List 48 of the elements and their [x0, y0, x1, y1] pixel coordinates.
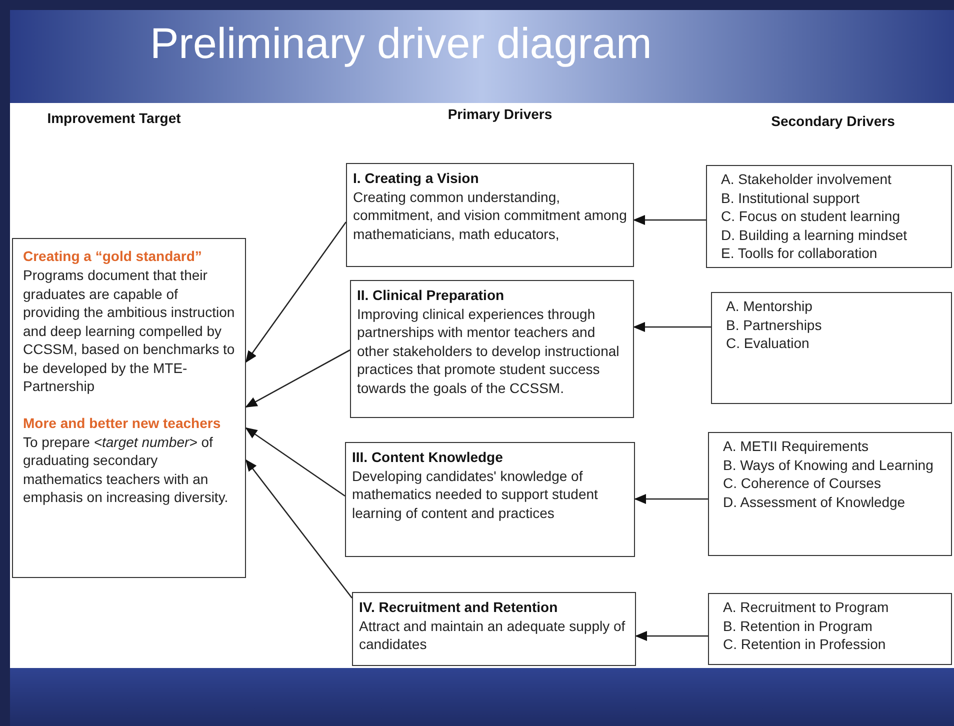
driver-item: B. Ways of Knowing and Learning [723, 456, 934, 474]
arrow [245, 459, 353, 598]
target-heading: Creating a “gold standard” [23, 247, 203, 266]
driver-box [350, 280, 634, 418]
driver-item: C. Focus on student learning [721, 207, 901, 226]
target-heading: More and better new teachers [23, 414, 222, 432]
driver-box [352, 592, 636, 666]
driver-item: C. Evaluation [726, 334, 810, 352]
driver-heading: IV. Recruitment and Retention [359, 598, 559, 616]
driver-item: C. Coherence of Courses [723, 474, 882, 492]
driver-heading: II. Clinical Preparation [357, 286, 506, 304]
driver-item: D. Assessment of Knowledge [723, 492, 906, 511]
arrow [245, 427, 346, 497]
arrow [633, 215, 706, 225]
driver-box [711, 292, 952, 404]
arrow [634, 494, 708, 504]
arrow [633, 322, 711, 332]
driver-item: E. Toolls for collaboration [721, 244, 878, 262]
arrow [635, 631, 708, 641]
target-box [12, 238, 246, 578]
arrow [245, 222, 347, 363]
body-text: Programs document that their graduates are capable of providing the ambitious instruction and deep learning compelled by CCSSM, based on benchmarks to be developed by the MTE-Partnership [23, 266, 235, 396]
body-text: Developing candidates' knowledge of mathematics needed to support student learning of content and practices [352, 466, 599, 522]
driver-item: A. Recruitment to Program [723, 598, 890, 616]
body-text: To prepare <target number> of graduating secondary mathematics teachers with an emphasis on increasing diversity. [23, 432, 230, 506]
driver-item: A. Mentorship [726, 297, 814, 316]
body-text: Improving clinical experiences through partnerships with mentor teachers and other stakeholders to develop instructional practices that promote student success towards the goals of the CCSSM. [357, 304, 620, 397]
column-heading: Improvement Target [46, 109, 182, 128]
slide-title: Preliminary driver diagram [150, 19, 652, 70]
driver-box [345, 442, 635, 557]
driver-box [346, 163, 634, 267]
body-text: Creating common understanding, commitment, and vision commitment among mathematicians, math educators, [353, 188, 627, 243]
arrow [245, 349, 350, 408]
driver-item: A. METII Requirements [723, 437, 870, 456]
driver-heading: III. Content Knowledge [352, 448, 504, 466]
driver-box [708, 432, 952, 556]
column-heading: Secondary Drivers [770, 112, 896, 131]
driver-item: B. Institutional support [721, 188, 861, 207]
driver-item: B. Partnerships [726, 316, 823, 334]
driver-box [708, 593, 952, 665]
column-heading: Primary Drivers [446, 105, 554, 124]
driver-item: D. Building a learning mindset [721, 226, 908, 244]
driver-box [706, 165, 952, 268]
driver-heading: I. Creating a Vision [353, 169, 480, 188]
driver-item: C. Retention in Profession [723, 635, 887, 654]
body-text: Attract and maintain an adequate supply of candidates [359, 616, 626, 654]
driver-item: B. Retention in Program [723, 616, 874, 635]
driver-item: A. Stakeholder involvement [721, 170, 892, 188]
